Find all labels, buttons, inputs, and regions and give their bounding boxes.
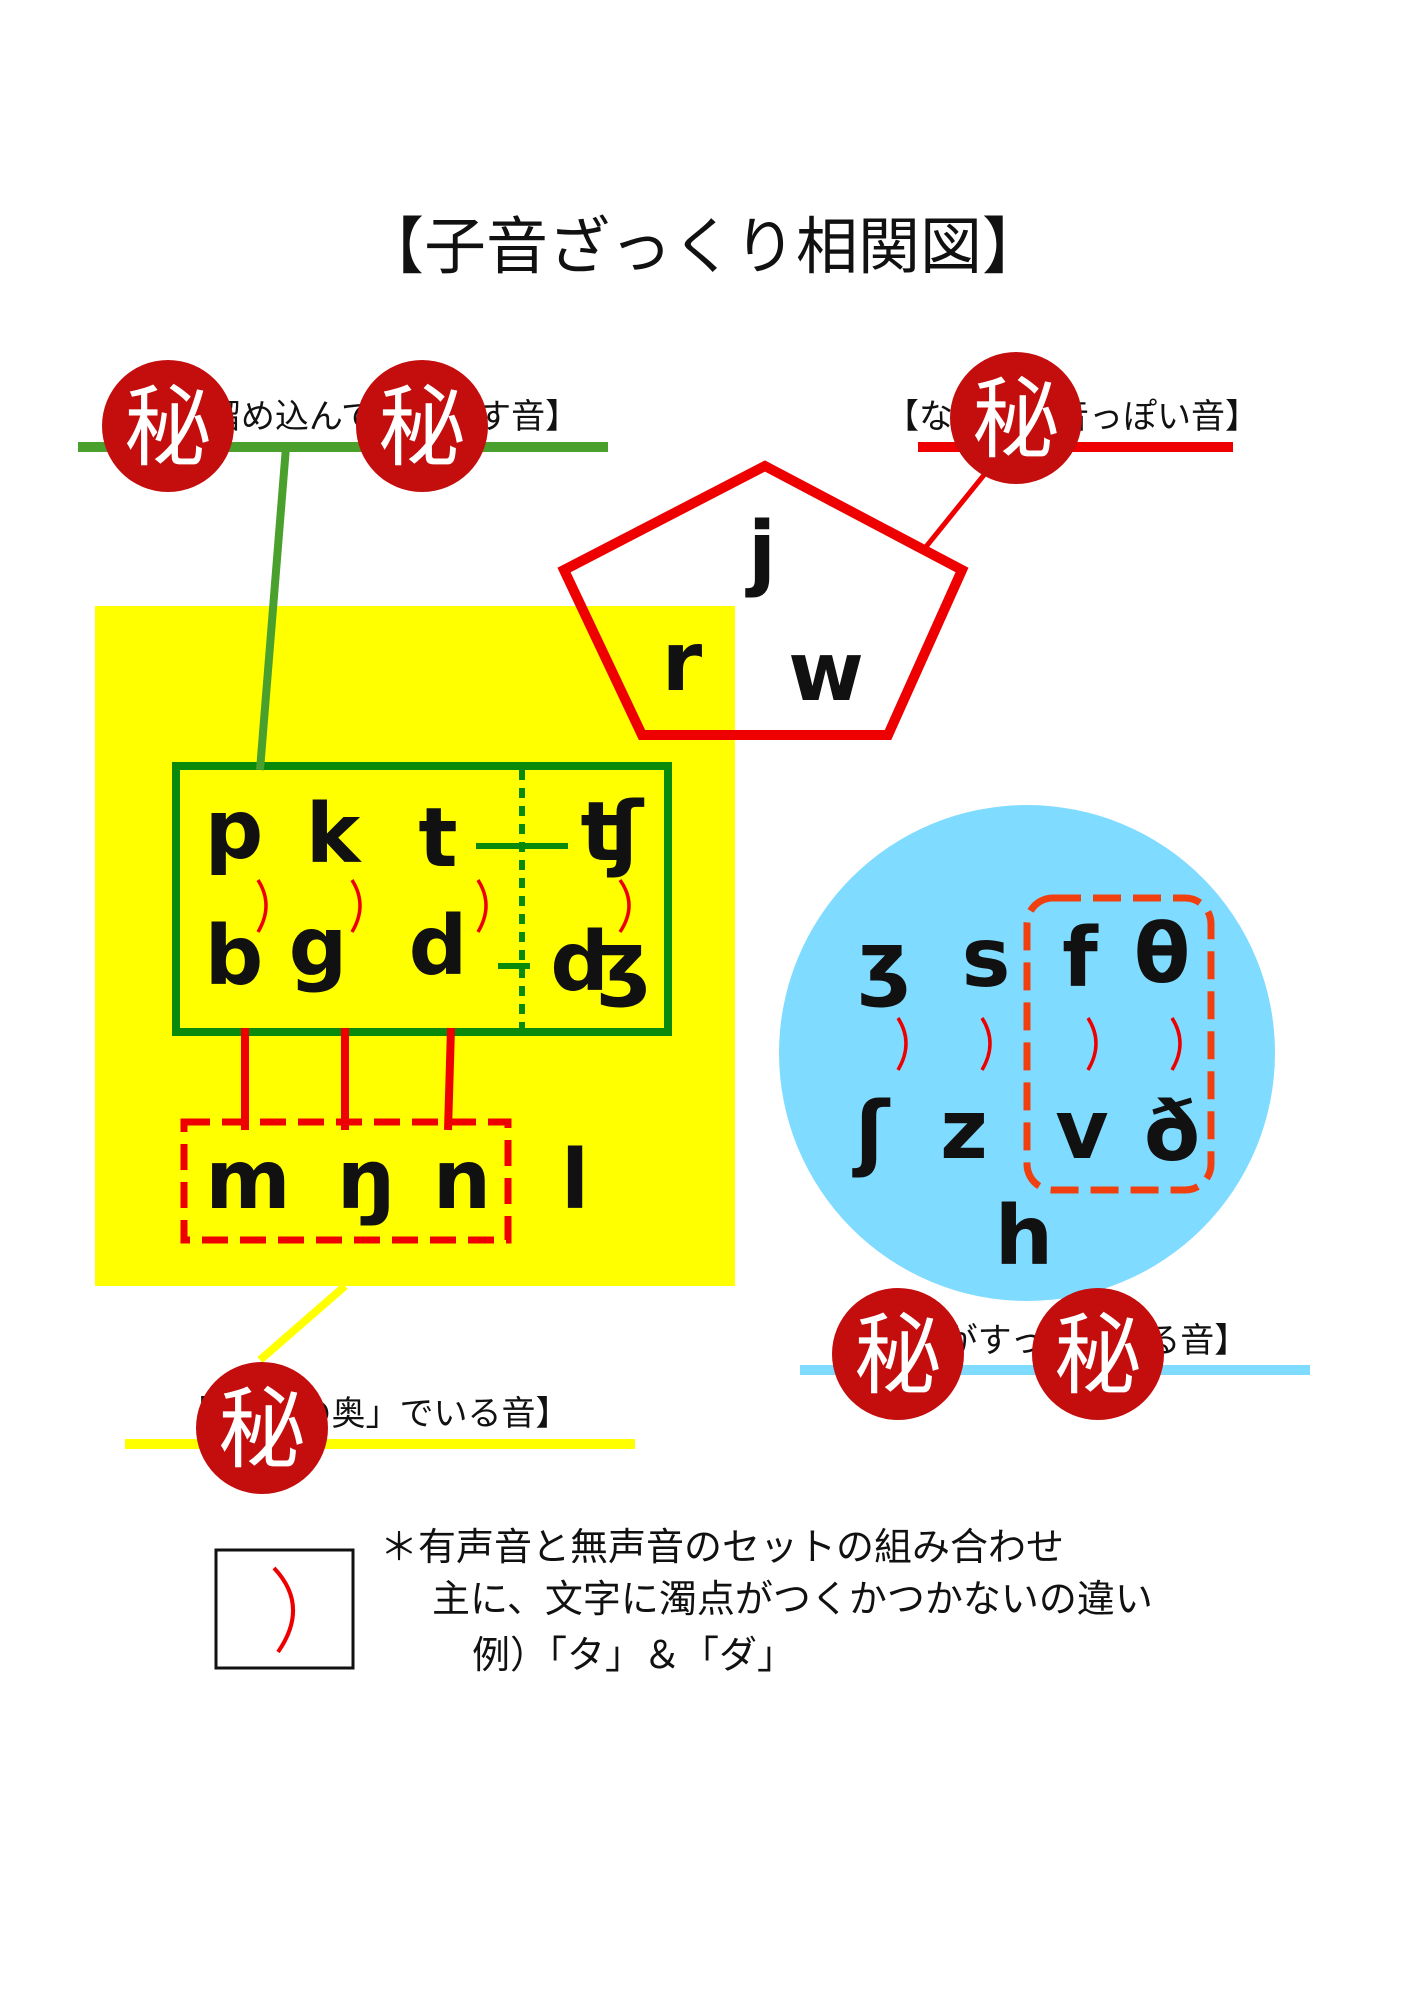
phoneme-k: k [306,787,363,882]
yellow-connector [257,1282,348,1364]
voice-pair-mark [1086,1017,1098,1071]
plosive-connector [256,446,290,771]
seal-stamp: 秘 [196,1362,328,1494]
seal-stamp: 秘 [102,360,234,492]
phoneme-j: j [745,505,776,600]
f-v-box [1023,894,1215,1194]
legend-line1: ＊有声音と無声音のセットの組み合わせ [380,1525,1064,1569]
phoneme-ng: ŋ [337,1133,395,1228]
phoneme-s: s [962,911,1011,1006]
voice-pair-mark [896,1017,908,1071]
voice-pair-mark [618,878,631,933]
phoneme-t: t [418,791,457,886]
phoneme-p: p [205,783,264,878]
svg-text:秘: 秘 [124,376,212,479]
yellow-region [95,606,735,1286]
legend-voice-pair-mark [272,1566,296,1654]
svg-text:秘: 秘 [1054,1304,1142,1407]
svg-text:秘: 秘 [972,368,1060,471]
svg-text:秘: 秘 [218,1378,306,1481]
phoneme-dj: ʤ [550,915,650,1010]
phoneme-g: g [289,900,348,995]
phoneme-l: l [561,1133,589,1228]
nasal-box [180,1118,512,1244]
phoneme-m: m [205,1133,290,1228]
phoneme-sh: ʃ [852,1085,891,1180]
phoneme-dh: ð [1144,1085,1200,1180]
voice-pair-mark [350,879,362,933]
semivowel-pentagon [557,460,969,740]
seal-stamp: 秘 [1032,1288,1164,1420]
legend-box [214,1548,355,1670]
plosive-box [172,762,672,1036]
seal-stamp: 秘 [950,352,1082,484]
phoneme-v: v [1055,1083,1108,1178]
phoneme-f: f [1062,911,1099,1006]
semivowel-connector [923,468,990,550]
seal-stamp: 秘 [832,1288,964,1420]
seal-stamp: 秘 [356,360,488,492]
phoneme-w: w [788,625,864,720]
svg-text:秘: 秘 [378,376,466,479]
phoneme-h: h [995,1189,1053,1284]
phoneme-b: b [205,909,264,1004]
voice-pair-mark [256,879,268,933]
phoneme-ch: ʧ [580,785,644,880]
page-title: 【子音ざっくり相関図】 [362,210,1044,283]
phoneme-r: r [662,615,703,710]
voice-pair-mark [980,1017,992,1071]
phoneme-zh: ʒ [858,915,911,1010]
voice-pair-mark [476,879,488,933]
phoneme-n: n [433,1133,491,1228]
phoneme-d: d [409,899,468,994]
voice-pair-mark [1170,1017,1182,1071]
phoneme-th: θ [1134,907,1190,1002]
legend-line2: 主に、文字に濁点がつくかつかないの違い [432,1577,1153,1621]
d-n-link [444,1027,455,1131]
legend-line3: 例）「タ」＆「ダ」 [472,1633,795,1677]
phoneme-z: z [940,1083,988,1178]
svg-text:秘: 秘 [854,1304,942,1407]
